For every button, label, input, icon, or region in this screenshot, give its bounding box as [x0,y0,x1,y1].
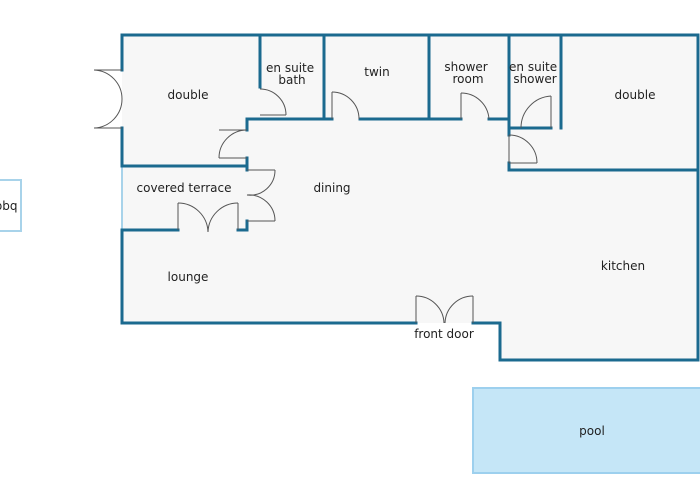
twin-door[interactable] [331,91,360,120]
room-label-kitchen: kitchen [601,259,645,273]
front-door[interactable] [415,295,474,324]
double-bedroom-left-door[interactable] [218,129,248,159]
en-suite-shower-line1: en suite [509,60,557,74]
shower-room-line1: shower [444,60,487,74]
room-label-shower-room: shower room [444,60,491,86]
terrace-lounge-door[interactable] [177,202,239,233]
double-bedroom-right-door[interactable] [508,134,538,164]
room-label-double-left: double [168,88,209,102]
bbq-area [0,179,22,232]
bbq-label: bbq [0,199,17,213]
room-label-twin: twin [364,65,389,79]
pool-label: pool [579,424,605,438]
en-suite-shower-door[interactable] [520,95,552,129]
en-suite-shower-line2: shower [513,72,556,86]
room-label-covered-terrace: covered terrace [137,181,232,195]
room-label-en-suite-shower: en suite shower [509,60,561,86]
double-bedroom-left-outer-door[interactable] [93,69,123,129]
shower-room-door[interactable] [460,92,490,120]
room-label-front-door: front door [414,327,474,341]
room-label-double-right: double [615,88,656,102]
shower-room-line2: room [452,72,483,86]
room-label-lounge: lounge [168,270,209,284]
terrace-dining-door[interactable] [246,169,276,222]
room-label-dining: dining [313,181,350,195]
room-label-en-suite-bath: en suite bath [266,61,318,87]
walls [120,33,700,362]
house-floor [122,35,698,360]
doors [93,69,552,324]
pool [472,387,700,474]
en-suite-bath-door[interactable] [259,88,287,116]
en-suite-bath-line2: bath [278,73,305,87]
en-suite-bath-line1: en suite [266,61,314,75]
